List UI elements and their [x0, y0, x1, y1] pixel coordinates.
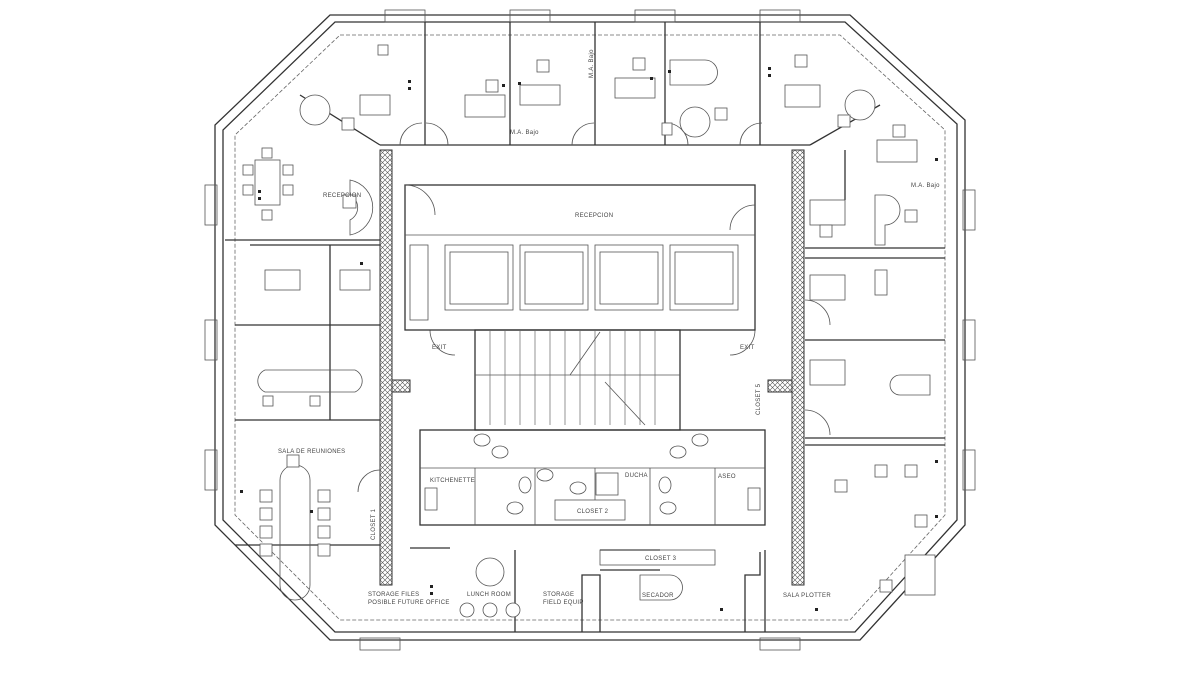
- label-storage-files: STORAGE FILES: [368, 592, 419, 598]
- label-closet-2: CLOSET 2: [577, 509, 609, 515]
- label-sala-plotter: SALA PLOTTER: [783, 593, 831, 599]
- window-bays: [204, 9, 976, 651]
- label-meeting-room: SALA DE REUNIONES: [278, 449, 345, 455]
- label-possible-future-office: POSIBLE FUTURE OFFICE: [368, 600, 450, 606]
- furniture: [242, 44, 936, 601]
- label-exit-right: EXIT: [740, 345, 755, 351]
- label-exit-left: EXIT: [432, 345, 447, 351]
- label-secador: SECADOR: [642, 593, 674, 599]
- label-reception-left: RECEPCION: [323, 193, 361, 199]
- label-lunch-room: LUNCH ROOM: [467, 592, 511, 598]
- bottom-rooms: [410, 547, 766, 632]
- exterior-walls: [214, 14, 966, 641]
- outlet-markers: [240, 67, 938, 611]
- restrooms: [419, 429, 766, 526]
- label-ducha: DUCHA: [625, 473, 648, 479]
- core-reception: [404, 184, 756, 331]
- label-storage: STORAGE: [543, 592, 574, 598]
- room-labels: RECEPCION RECEPCION SALA DE REUNIONES M.…: [278, 49, 940, 606]
- label-ma-bajo-2: M.A. Bajo: [589, 49, 595, 78]
- doors: [357, 122, 831, 493]
- label-closet-3: CLOSET 3: [645, 556, 677, 562]
- structural-columns: [379, 149, 805, 586]
- label-ma-bajo-3: M.A. Bajo: [911, 183, 940, 189]
- label-aseo: ASEO: [718, 474, 736, 480]
- label-field-equip: FIELD EQUIP: [543, 600, 584, 606]
- label-closet-1: CLOSET 1: [371, 508, 377, 540]
- stairs: [474, 329, 681, 431]
- label-ma-bajo-1: M.A. Bajo: [510, 130, 539, 136]
- label-reception-core: RECEPCION: [575, 213, 613, 219]
- label-kitchenette: KITCHENETTE: [430, 478, 475, 484]
- label-closet-5: CLOSET 5: [756, 383, 762, 415]
